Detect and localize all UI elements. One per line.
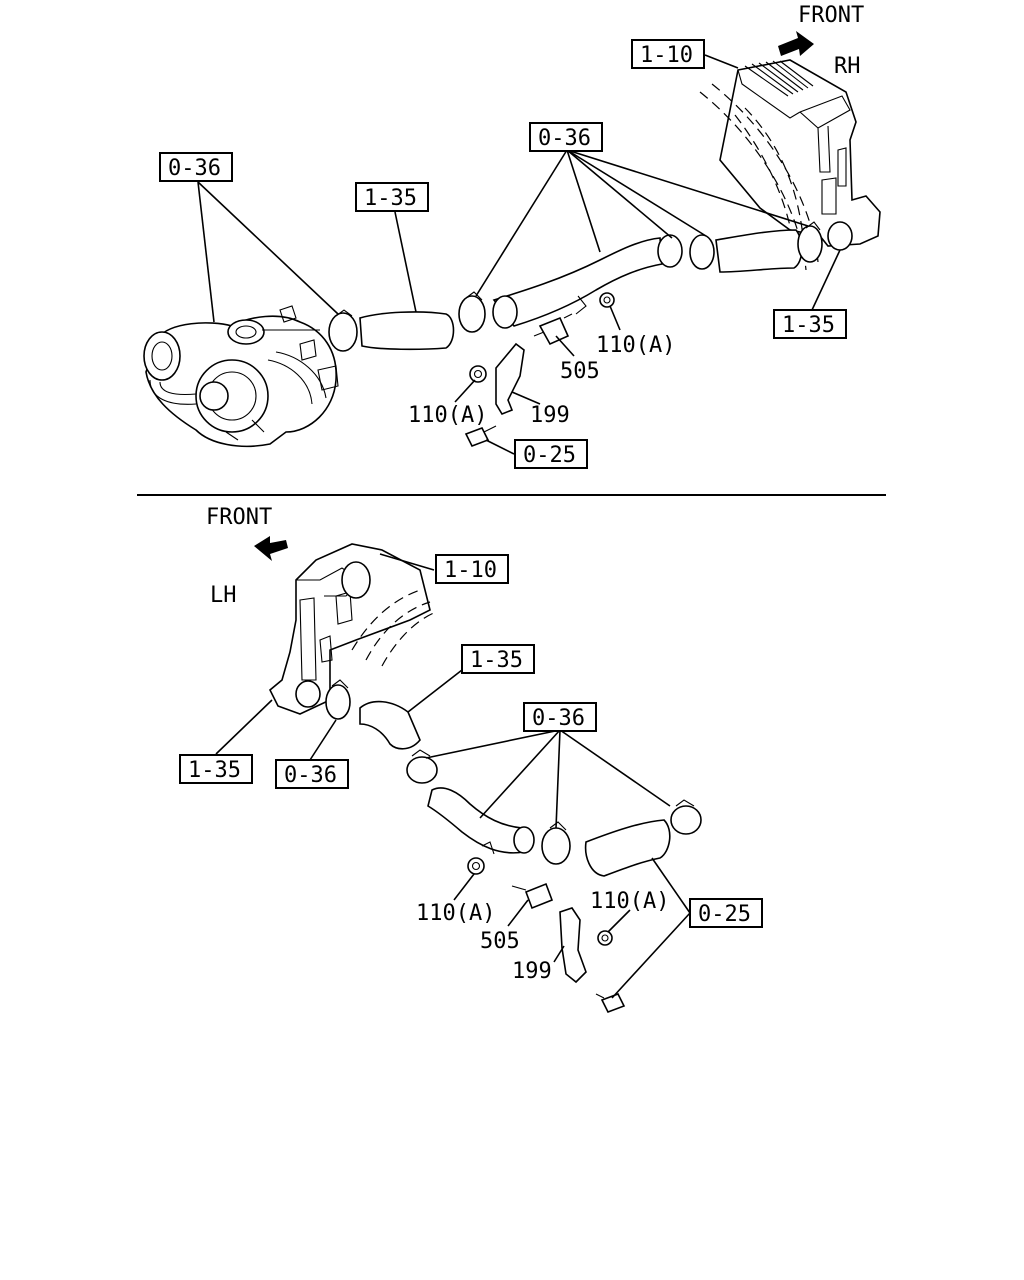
lh-callout-bracket: 199 [512,959,552,984]
lh-callout-intercooler: 1-10 [444,558,497,583]
lh-bolt [600,992,626,1014]
rh-sensor [538,316,570,346]
rh-callout-hose-center: 1-35 [364,186,417,211]
lh-callout-bolt: 0-25 [698,902,751,927]
rh-intercooler [699,59,881,271]
lh-front-label: FRONT [206,505,272,530]
rh-callout-bracket: 199 [530,403,570,428]
lh-hoses [295,679,702,877]
rh-callout-clamp-turbo: 0-36 [168,156,221,181]
lh-clamp-right [670,805,702,835]
lh-clamp-mid [541,827,571,865]
rh-callout-nut-right: 110(A) [596,333,675,358]
rh-bracket [495,342,525,415]
rh-side-label: RH [834,54,861,79]
lh-leaders [215,553,691,999]
lh-nut-left [467,857,485,875]
lh-sensor [524,882,554,910]
rh-nut-left [469,365,487,383]
rh-view: FRONT RH [143,3,881,469]
rh-hoses [328,221,853,352]
rh-front-arrow-icon [778,31,814,56]
rh-turbocharger [143,305,339,448]
rh-front-label: FRONT [798,3,864,28]
rh-clamp-turbo [328,312,358,352]
rh-bolt [464,426,490,448]
lh-nut-right [597,930,613,946]
rh-hose-center [359,311,455,351]
lh-hardware [467,857,626,1014]
lh-callout-sensor: 505 [480,929,520,954]
lh-callout-nut-left: 110(A) [416,901,495,926]
rh-hardware [464,292,615,448]
rh-callout-hose-right: 1-35 [782,313,835,338]
rh-callout-nut-left: 110(A) [408,403,487,428]
lh-clamp-left [325,684,351,720]
lh-callout-hose-upper: 1-35 [470,648,523,673]
lh-hose-upper [359,700,421,750]
rh-clamp-right [797,225,823,263]
lh-side-label: LH [210,583,237,608]
lh-callout-nut-right: 110(A) [590,889,669,914]
lh-callout-clamps: 0-36 [532,706,585,731]
lh-view: FRONT LH [179,505,763,1014]
lh-front-arrow-icon [254,536,288,561]
rh-callout-intercooler: 1-10 [640,43,693,68]
lh-hose-right [584,819,671,877]
lh-clamp-center [406,756,438,784]
lh-intercooler [269,543,437,715]
lh-bracket [559,907,587,984]
rh-callout-sensor: 505 [560,359,600,384]
rh-callout-bolt: 0-25 [523,443,576,468]
lh-pipe [427,787,525,854]
rh-clamp-mid [689,234,715,270]
rh-hose-right [715,229,803,273]
rh-clamp-center [458,295,486,333]
lh-callout-hose-left: 1-35 [188,758,241,783]
lh-callout-clamp-left: 0-36 [284,763,337,788]
rh-callout-clamps: 0-36 [538,126,591,151]
rh-leaders [197,54,841,455]
rh-nut-right [599,292,615,308]
